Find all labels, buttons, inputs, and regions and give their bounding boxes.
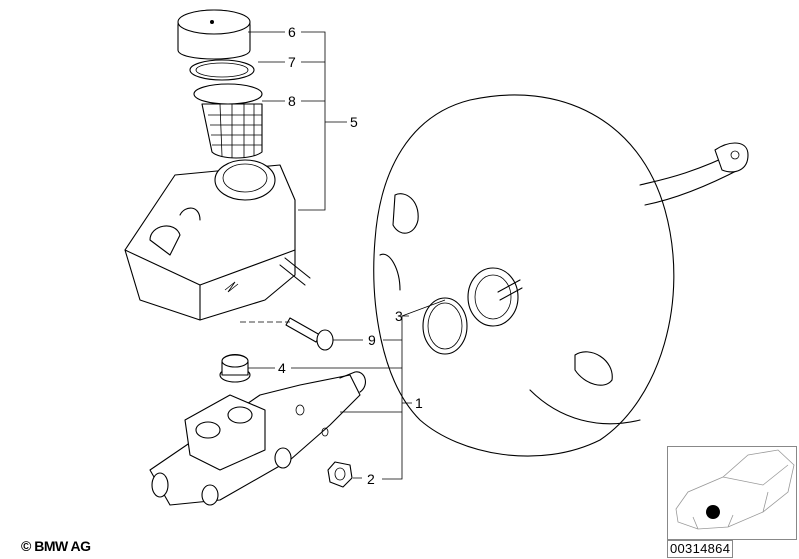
callout-8[interactable]: 8 <box>288 93 296 109</box>
seal-ring[interactable] <box>422 297 468 355</box>
leader-lines <box>248 31 446 480</box>
callout-7[interactable]: 7 <box>288 54 296 70</box>
callout-5[interactable]: 5 <box>350 114 358 130</box>
callout-4[interactable]: 4 <box>278 360 286 376</box>
callout-3[interactable]: 3 <box>395 308 403 324</box>
strainer-filter[interactable] <box>193 83 263 159</box>
master-cylinder[interactable] <box>149 371 366 506</box>
callout-6[interactable]: 6 <box>288 24 296 40</box>
callout-1[interactable]: 1 <box>415 395 423 411</box>
screw[interactable] <box>240 317 334 351</box>
brake-fluid-reservoir[interactable] <box>124 159 311 321</box>
diagram-number: 00314864 <box>667 540 734 558</box>
gasket[interactable] <box>189 59 255 81</box>
reservoir-cap[interactable] <box>177 9 251 60</box>
location-marker <box>706 505 720 519</box>
copyright-label: © BMW AG <box>21 538 91 554</box>
vehicle-locator-thumbnail <box>667 446 797 540</box>
grommet[interactable] <box>219 353 251 383</box>
brake-booster[interactable] <box>373 94 749 457</box>
callout-2[interactable]: 2 <box>367 471 375 487</box>
callout-9[interactable]: 9 <box>368 332 376 348</box>
car-outline-icon <box>675 449 795 530</box>
nut[interactable] <box>327 461 353 488</box>
